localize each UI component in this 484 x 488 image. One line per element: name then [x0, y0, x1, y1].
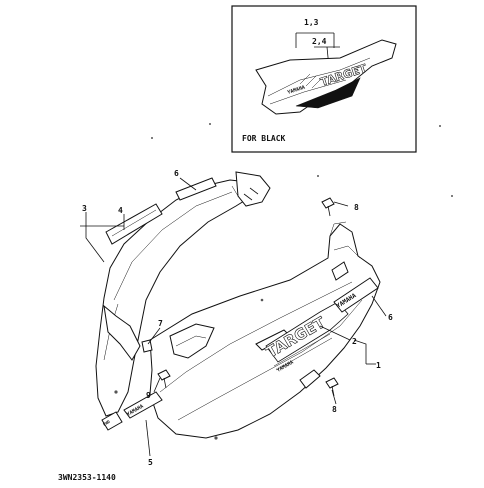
inset-callout-1-3: 1,3	[304, 18, 319, 27]
inset-for-black: 1,3 2,4 TARGET YAMAHA FOR BLACK	[231, 5, 417, 153]
callout-7: 7	[158, 319, 163, 328]
fwd-tag-text: FWD	[102, 419, 111, 427]
inset-bracket-1-3	[295, 32, 335, 48]
callout-6-top: 6	[174, 169, 179, 178]
side-panel-bracket	[235, 171, 271, 207]
callout-9: 9	[146, 391, 151, 400]
screw-8-top	[321, 197, 335, 217]
callout-3: 3	[82, 204, 87, 213]
decal-6-upper-stripe	[175, 177, 217, 201]
scan-specks	[151, 123, 453, 197]
inset-side-cover: TARGET YAMAHA	[255, 39, 397, 115]
screw-9	[157, 369, 171, 389]
callout-8-top: 8	[354, 203, 359, 212]
emblem-part-5: FWD YAMAHA	[101, 391, 163, 431]
front-cowl	[149, 221, 381, 440]
inset-decal-yamaha: YAMAHA	[287, 85, 306, 96]
inset-caption: FOR BLACK	[242, 134, 286, 143]
callout-8-bottom: 8	[332, 405, 337, 414]
clip-7	[141, 339, 153, 353]
inset-callout-2-4: 2,4	[312, 37, 327, 46]
leaders	[80, 177, 387, 457]
callout-6-right: 6	[388, 313, 393, 322]
callout-1: 1	[376, 361, 381, 370]
callout-4: 4	[118, 206, 123, 215]
callout-2: 2	[352, 337, 357, 346]
callout-5: 5	[148, 458, 153, 467]
drawing-code: 3WN2353-1140	[58, 473, 116, 482]
screw-8-bottom	[325, 377, 339, 397]
decal-3-4-stripes	[105, 203, 163, 245]
